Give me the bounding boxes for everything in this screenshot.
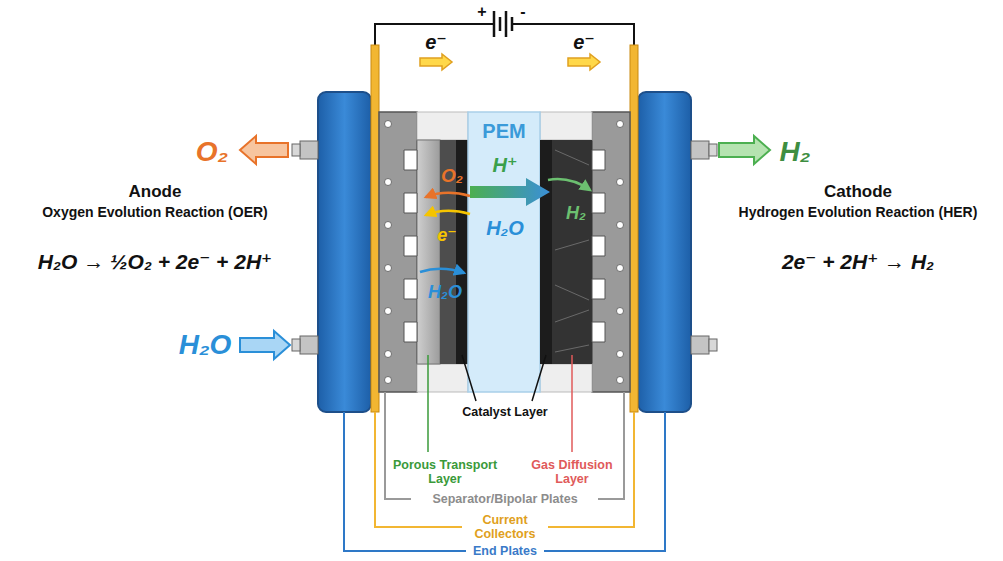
electrode-title: Anode <box>127 182 184 202</box>
water-inlet-label: H₂O <box>177 329 234 361</box>
end-plate <box>318 92 371 412</box>
water-flow-arrow <box>420 269 464 273</box>
species-label: H₂O <box>428 282 462 303</box>
flow-channel <box>404 150 417 342</box>
end-plate <box>638 92 691 412</box>
leader-line <box>462 355 546 401</box>
part-label: End Plates <box>471 544 539 558</box>
gasket <box>540 364 592 392</box>
layer-label: Porous Transport Layer <box>389 458 501 487</box>
bipolar-plate <box>592 112 630 392</box>
oxygen-outlet-arrow <box>240 136 288 164</box>
electron-label: e⁻ <box>425 31 447 54</box>
part-label: Separator/Bipolar Plates <box>430 492 579 506</box>
flow-channel <box>592 150 605 342</box>
hydrogen-outlet-arrow <box>719 136 770 164</box>
electron-flow-arrow <box>426 211 470 215</box>
part-label: Current Collectors <box>463 513 547 542</box>
current-collector <box>630 45 638 412</box>
half-reaction: 2e⁻ + 2H⁺ → H₂ <box>780 250 936 274</box>
polarity-sign: + <box>477 3 486 21</box>
oxygen-flow-arrow <box>426 193 470 197</box>
pipe-fitting <box>691 141 709 159</box>
leader-line <box>571 355 573 452</box>
pipe-fitting <box>300 336 318 354</box>
pipe-fitting <box>709 144 717 156</box>
polarity-sign: - <box>520 3 525 21</box>
node-title: PEM <box>464 120 544 143</box>
reaction-name: Hydrogen Evolution Reaction (HER) <box>737 204 980 220</box>
proton-flow-arrow <box>470 178 550 206</box>
reaction-name: Oxygen Evolution Reaction (OER) <box>40 204 270 220</box>
gasket <box>417 112 468 140</box>
electron-flow-arrow <box>568 54 600 70</box>
catalyst-layer <box>540 140 552 364</box>
electron-flow-arrow <box>420 54 452 70</box>
species-label: O₂ <box>441 165 463 187</box>
pipe-fitting <box>292 339 300 351</box>
species-label: H₂O <box>486 217 524 240</box>
bracket-line <box>385 392 624 499</box>
bipolar-plate <box>379 112 417 392</box>
battery-symbol <box>500 17 512 31</box>
bracket-line <box>344 412 665 551</box>
leader-line <box>427 355 429 452</box>
ion-label: H⁺ <box>493 154 518 177</box>
bolt-hole <box>385 121 392 384</box>
electron-label: e⁻ <box>573 31 595 54</box>
gas-outlet-label: H₂ <box>778 136 813 168</box>
electrode-title: Cathode <box>822 182 894 202</box>
water-inlet-arrow <box>240 331 290 359</box>
gas-diffusion-layer <box>552 140 592 364</box>
gas-outlet-label: O₂ <box>194 136 230 168</box>
porous-transport-layer <box>417 140 440 364</box>
current-collector <box>371 45 379 412</box>
layer-label: Gas Diffusion Layer <box>522 458 622 487</box>
layer-label: Catalyst Layer <box>460 405 549 419</box>
bolt-hole <box>617 121 624 384</box>
pipe-fitting <box>300 141 318 159</box>
circuit-wire <box>375 24 634 45</box>
hydrogen-flow-arrow <box>548 179 590 190</box>
bracket-line <box>375 412 634 527</box>
pipe-fitting <box>709 339 717 351</box>
species-label: e⁻ <box>437 225 457 246</box>
proton-exchange-membrane <box>468 112 540 392</box>
gasket <box>417 364 468 392</box>
gasket <box>540 112 592 140</box>
pipe-fitting <box>292 144 300 156</box>
species-label: H₂ <box>566 203 586 224</box>
pipe-fitting <box>691 336 709 354</box>
half-reaction: H₂O → ½O₂ + 2e⁻ + 2H⁺ <box>36 250 274 274</box>
